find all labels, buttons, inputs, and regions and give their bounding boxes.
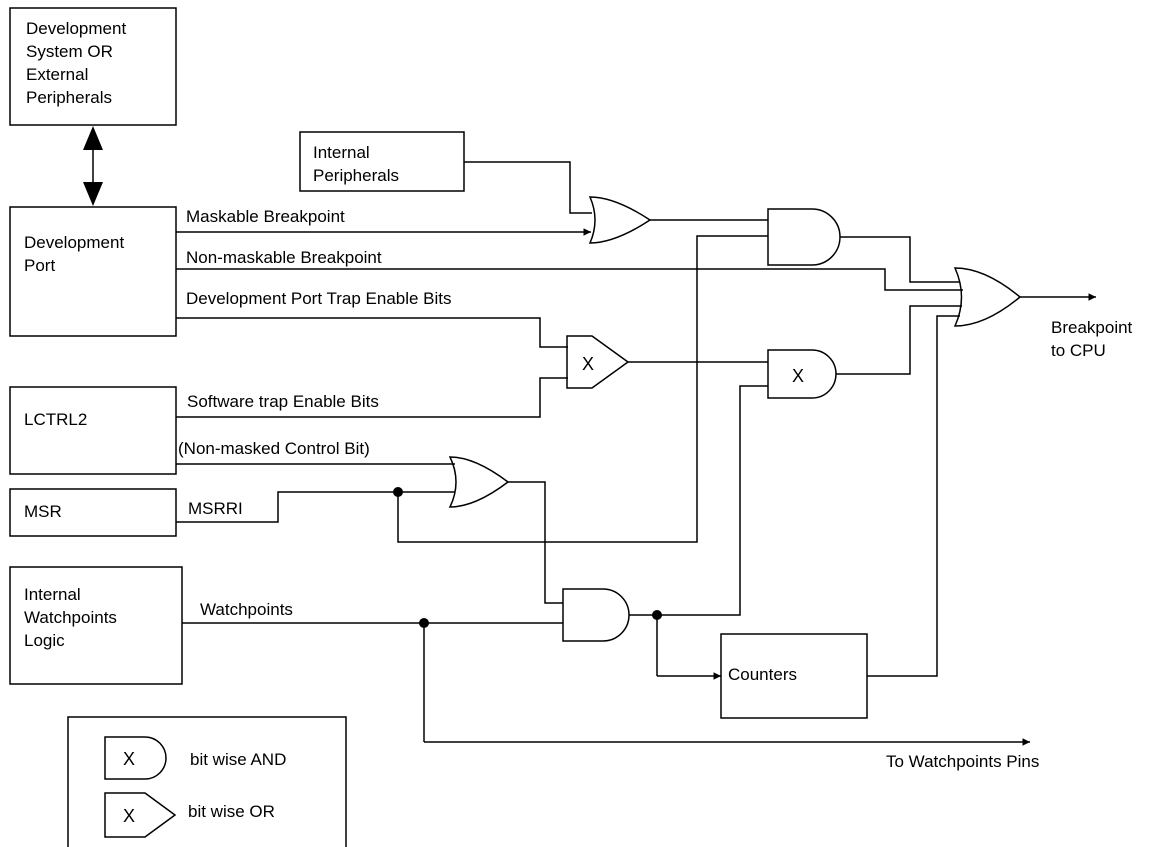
non-maskable-breakpoint-label: Non-maskable Breakpoint xyxy=(186,248,382,267)
or-gate-breakpoint-final xyxy=(953,267,1022,327)
internal-peripherals-block: Internal Peripherals xyxy=(299,131,465,192)
msr-block: MSR xyxy=(9,488,177,537)
bitwise-or-gate-mark: X xyxy=(582,354,594,374)
dev-system-label-line1: Development xyxy=(26,19,126,38)
lctrl2-label: LCTRL2 xyxy=(24,410,87,429)
dev-system-label-line4: Peripherals xyxy=(26,88,112,107)
bidirectional-arrow-icon xyxy=(83,126,103,206)
development-port-block: Development Port xyxy=(9,206,177,337)
msrri-label: MSRRI xyxy=(188,499,243,518)
and-gate-watchpoint-bitwise xyxy=(767,349,837,399)
legend-or-mark: X xyxy=(123,806,135,826)
maskable-breakpoint-label: Maskable Breakpoint xyxy=(186,207,345,226)
to-watchpoints-pins-label: To Watchpoints Pins xyxy=(886,752,1039,771)
dev-port-trap-enable-label: Development Port Trap Enable Bits xyxy=(186,289,452,308)
counters-label: Counters xyxy=(728,665,797,684)
dev-system-label-line2: System OR xyxy=(26,42,113,61)
internal-peripherals-label-line1: Internal xyxy=(313,143,370,162)
bitwise-and-gate-mark: X xyxy=(792,366,804,386)
legend: X bit wise AND X bit wise OR xyxy=(67,716,347,847)
watchpoints-logic-label-line1: Internal xyxy=(24,585,81,604)
and-gate-breakpoint-mask xyxy=(767,208,841,266)
legend-and-symbol-icon xyxy=(104,736,167,780)
lctrl2-block: LCTRL2 xyxy=(9,386,177,475)
legend-and-label: bit wise AND xyxy=(190,750,286,769)
legend-and-mark: X xyxy=(123,749,135,769)
dev-system-label-line3: External xyxy=(26,65,88,84)
legend-or-symbol-icon xyxy=(104,792,177,838)
dev-port-label-line2: Port xyxy=(24,256,55,275)
non-masked-control-label: (Non-masked Control Bit) xyxy=(178,439,370,458)
or-gate-maskable xyxy=(588,196,652,244)
software-trap-enable-label: Software trap Enable Bits xyxy=(187,392,379,411)
watchpoints-logic-label-line2: Watchpoints xyxy=(24,608,117,627)
counters-block: Counters xyxy=(720,633,868,719)
bitwise-or-gate xyxy=(566,335,630,389)
breakpoint-to-cpu-label-line1: Breakpoint xyxy=(1051,318,1133,337)
internal-peripherals-label-line2: Peripherals xyxy=(313,166,399,185)
msr-label: MSR xyxy=(24,502,62,521)
junction-watchpoints xyxy=(419,618,429,628)
breakpoint-to-cpu-label-line2: to CPU xyxy=(1051,341,1106,360)
watchpoints-logic-label-line3: Logic xyxy=(24,631,65,650)
watchpoints-label: Watchpoints xyxy=(200,600,293,619)
or-gate-control xyxy=(448,456,510,508)
internal-watchpoints-logic-block: Internal Watchpoints Logic xyxy=(9,566,183,685)
and-gate-watchpoints xyxy=(562,588,630,642)
development-system-block: Development System OR External Periphera… xyxy=(9,7,177,126)
junction-and-output xyxy=(652,610,662,620)
junction-msrri xyxy=(393,487,403,497)
dev-port-label-line1: Development xyxy=(24,233,124,252)
legend-or-label: bit wise OR xyxy=(188,802,275,821)
wires xyxy=(176,161,1096,746)
